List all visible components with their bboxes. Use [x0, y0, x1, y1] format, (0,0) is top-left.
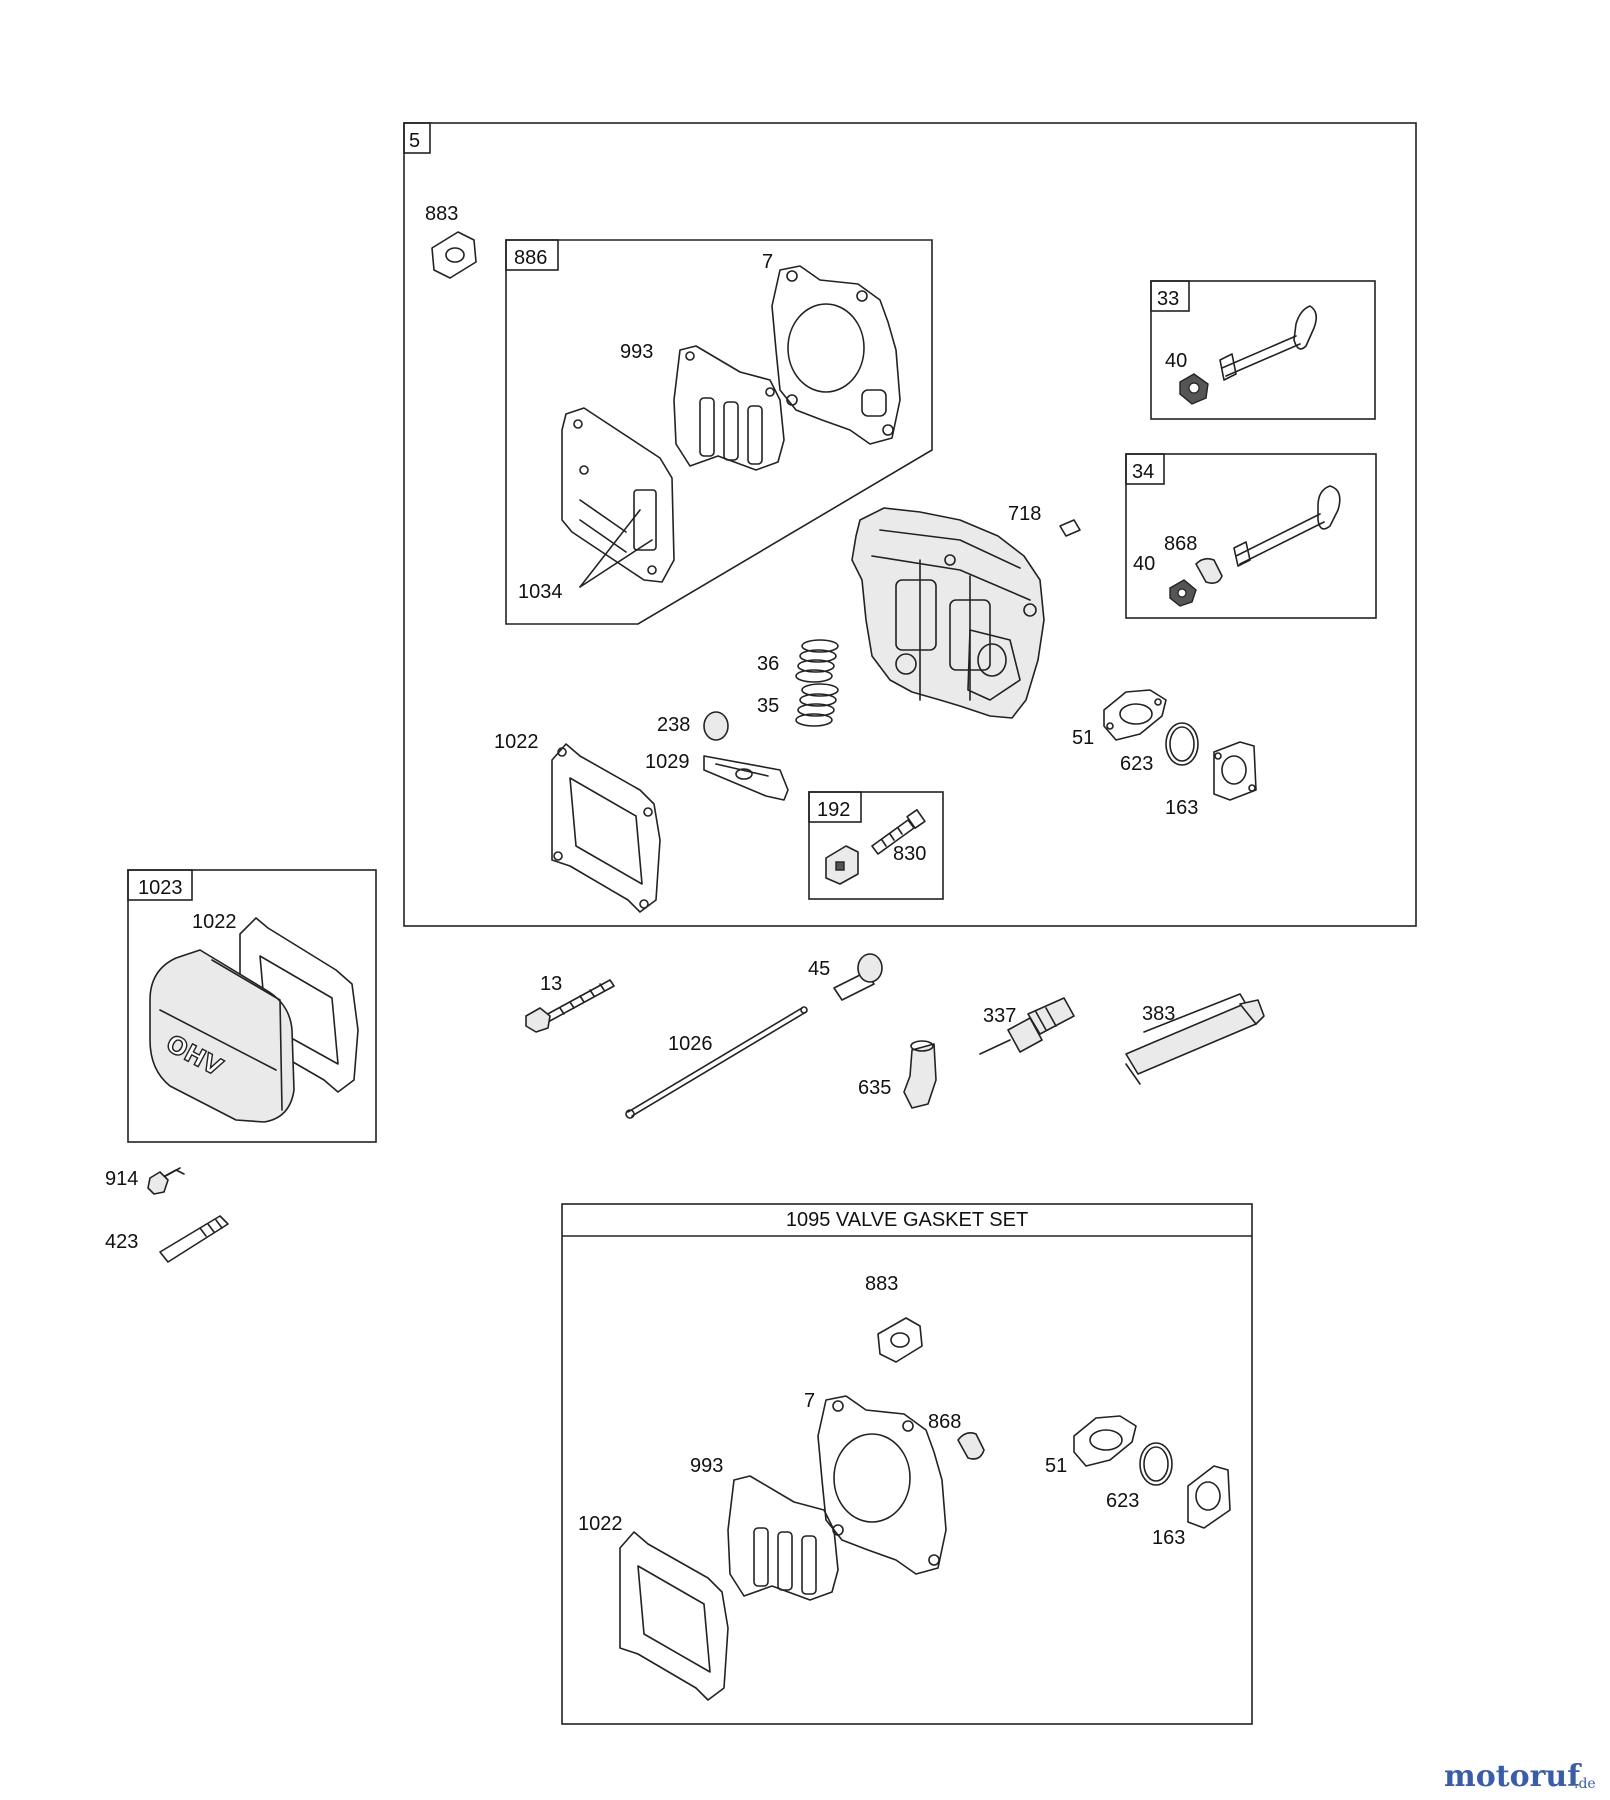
callout-7: 7: [762, 251, 773, 273]
callout-36: 36: [757, 653, 779, 675]
part-1026-pushrod: 1026: [625, 1006, 808, 1119]
set-part-1022: 1022: [578, 1513, 729, 1701]
set-item-868: 868: [928, 1411, 961, 1433]
part-337-spark-plug: 337: [979, 997, 1075, 1055]
callout-35: 35: [757, 695, 779, 717]
part-830-fitting: 830: [871, 809, 926, 865]
set-part-993: 993: [690, 1455, 839, 1601]
part-635-elbow: 635: [858, 1040, 937, 1109]
main-kit-id: 5: [409, 130, 420, 152]
part-7-head-gasket: 7: [762, 251, 901, 445]
head-gasket-kit-box: 886: [505, 239, 933, 625]
kit-886-id: 886: [514, 247, 547, 269]
callout-337: 337: [983, 1005, 1016, 1027]
callout-1026: 1026: [668, 1033, 713, 1055]
callout-1034: 1034: [518, 581, 563, 603]
callout-238: 238: [657, 714, 690, 736]
callout-423: 423: [105, 1231, 138, 1253]
valve-33-box: 33 40: [1150, 280, 1376, 420]
callout-635: 635: [858, 1077, 891, 1099]
part-13-bolt: 13: [525, 973, 615, 1033]
part-1029-rocker: 1029: [645, 751, 789, 801]
callout-1029: 1029: [645, 751, 690, 773]
valve-33-id: 33: [1157, 288, 1179, 310]
set-item-623: 623: [1106, 1490, 1139, 1512]
watermark: motoruf .de: [1444, 1759, 1596, 1794]
watermark-tld: .de: [1574, 1776, 1596, 1792]
part-1034-plate: 1034: [518, 407, 675, 603]
part-35-spring: 35: [757, 683, 839, 727]
set-part-7: 7: [804, 1390, 947, 1575]
callout-883: 883: [425, 203, 458, 225]
valve-34-item-868: 868: [1164, 533, 1197, 555]
set-part-163: 163: [1152, 1465, 1231, 1549]
set-item-993: 993: [690, 1455, 723, 1477]
valve-34-box: 34 868 40: [1125, 453, 1377, 619]
valve-33-item-40: 40: [1165, 350, 1187, 372]
part-36-spring: 36: [757, 639, 839, 683]
set-part-51: 51: [1045, 1415, 1137, 1477]
gasket-set-title: 1095 VALVE GASKET SET: [786, 1209, 1028, 1231]
callout-13: 13: [540, 973, 562, 995]
callout-383: 383: [1142, 1003, 1175, 1025]
main-kit-box: 5: [403, 122, 1417, 927]
part-914-bolt: 914: [105, 1167, 185, 1195]
part-868-seal-a: 868: [1164, 533, 1223, 584]
cover-kit-id: 1023: [138, 877, 183, 899]
cover-kit-box: 1023 1022 OHV: [127, 869, 377, 1143]
callout-914: 914: [105, 1168, 138, 1190]
part-45-guide: 45: [808, 953, 883, 1001]
set-part-623: 623: [1106, 1442, 1173, 1512]
part-163-gasket: 163: [1165, 741, 1257, 819]
part-883-gasket: 883: [425, 203, 477, 279]
breather-kit-id: 192: [817, 799, 850, 821]
breather-kit-box: 192 830: [808, 791, 944, 900]
part-valve-cover: OHV: [149, 949, 295, 1123]
callout-623-main: 623: [1120, 753, 1153, 775]
watermark-text: motoruf: [1444, 1759, 1582, 1794]
callout-1022-main: 1022: [494, 731, 539, 753]
breather-item-830: 830: [893, 843, 926, 865]
part-40-keeper-a: 40: [1165, 350, 1209, 405]
part-40-keeper-b: 40: [1133, 553, 1197, 607]
set-item-883: 883: [865, 1273, 898, 1295]
part-51-gasket: 51: [1072, 689, 1167, 749]
valve-34-id: 34: [1132, 461, 1154, 483]
part-623-ring: 623: [1120, 722, 1199, 775]
callout-993: 993: [620, 341, 653, 363]
part-383-tool: 383: [1125, 993, 1265, 1085]
gasket-set-box: 1095 VALVE GASKET SET 883 7 868 993: [561, 1203, 1253, 1725]
set-part-868: 868: [928, 1411, 985, 1460]
cover-kit-item-1022: 1022: [192, 911, 237, 933]
callout-45: 45: [808, 958, 830, 980]
part-1022-gasket: 1022: [494, 731, 661, 913]
part-238-cap: 238: [657, 711, 729, 741]
set-part-883: 883: [865, 1273, 923, 1363]
callout-163-main: 163: [1165, 797, 1198, 819]
set-item-1022: 1022: [578, 1513, 623, 1535]
part-993-gasket: 993: [620, 341, 785, 471]
set-item-163: 163: [1152, 1527, 1185, 1549]
set-item-51: 51: [1045, 1455, 1067, 1477]
valve-34-item-40: 40: [1133, 553, 1155, 575]
set-item-7: 7: [804, 1390, 815, 1412]
part-cylinder-head: [851, 507, 1045, 719]
part-423-stud: 423: [105, 1215, 229, 1263]
callout-51-main: 51: [1072, 727, 1094, 749]
part-718-pin: 718: [1008, 503, 1081, 537]
callout-718: 718: [1008, 503, 1041, 525]
